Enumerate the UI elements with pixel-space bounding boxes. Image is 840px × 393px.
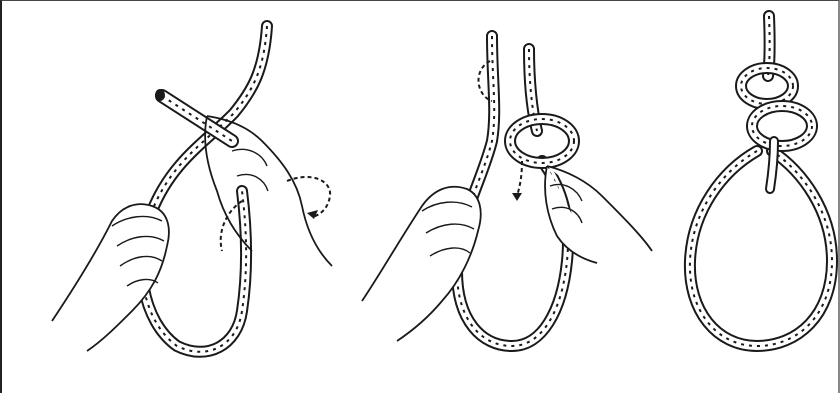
right-hand-icon bbox=[545, 166, 652, 263]
step-3-panel bbox=[690, 16, 832, 346]
left-hand-icon bbox=[52, 204, 169, 351]
step-1-panel bbox=[52, 26, 332, 352]
rope-loop-icon bbox=[142, 26, 267, 352]
bowline-loop-icon bbox=[690, 16, 832, 346]
step-2-panel bbox=[362, 36, 652, 346]
